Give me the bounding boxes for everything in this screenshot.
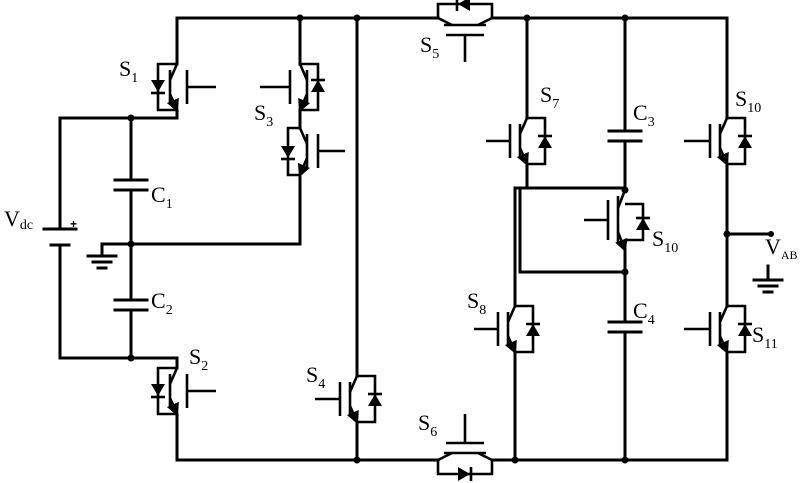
capacitor-c3: [607, 129, 643, 143]
capacitor-c2: [113, 298, 149, 312]
ground-symbol-right: [752, 264, 784, 294]
wires: [58, 16, 774, 462]
ground-symbol-left: [86, 242, 118, 270]
label-s5: S5: [420, 32, 439, 62]
label-c4: C4: [633, 298, 655, 328]
switch-s10-middle: [584, 189, 650, 253]
switch-s1: [151, 62, 216, 113]
label-s7: S7: [540, 82, 559, 112]
midpoint-line: [100, 173, 302, 246]
switch-s10-upper: [684, 116, 752, 167]
switch-s6: [436, 414, 494, 481]
label-s8: S8: [467, 288, 486, 318]
label-c3: C3: [633, 100, 655, 130]
label-vab: VAB: [765, 234, 798, 262]
middle-box: [513, 186, 627, 274]
label-s6: S6: [418, 410, 437, 440]
switch-s8: [474, 304, 540, 355]
label-c2: C2: [151, 288, 173, 318]
switch-s7: [486, 116, 552, 167]
switch-s5: [436, 0, 494, 62]
switch-s4: [315, 374, 382, 425]
switch-s2: [151, 366, 216, 417]
labels: Vdc C1 C2 C3 C4 S1 S2 S3 S4 S5 S6 S7 S8 …: [4, 32, 798, 440]
switch-s3-lower: [281, 126, 345, 178]
label-s4: S4: [306, 362, 325, 392]
label-c1: C1: [151, 182, 173, 212]
label-vdc: Vdc: [4, 206, 33, 233]
source-plus-sign: +: [70, 217, 77, 231]
label-s1: S1: [119, 56, 138, 86]
label-s3: S3: [254, 100, 273, 130]
source-loop: [58, 116, 179, 360]
capacitor-c4: [607, 320, 643, 334]
output-terminal: [768, 231, 774, 237]
switch-s3-upper: [260, 62, 325, 113]
label-s11: S11: [752, 322, 778, 352]
dc-source: +: [42, 217, 78, 247]
switch-s11: [684, 304, 752, 355]
label-s10-middle: S10: [652, 226, 678, 256]
label-s10-upper: S10: [735, 86, 761, 116]
capacitor-c1: [113, 178, 149, 192]
label-s2: S2: [189, 344, 208, 374]
